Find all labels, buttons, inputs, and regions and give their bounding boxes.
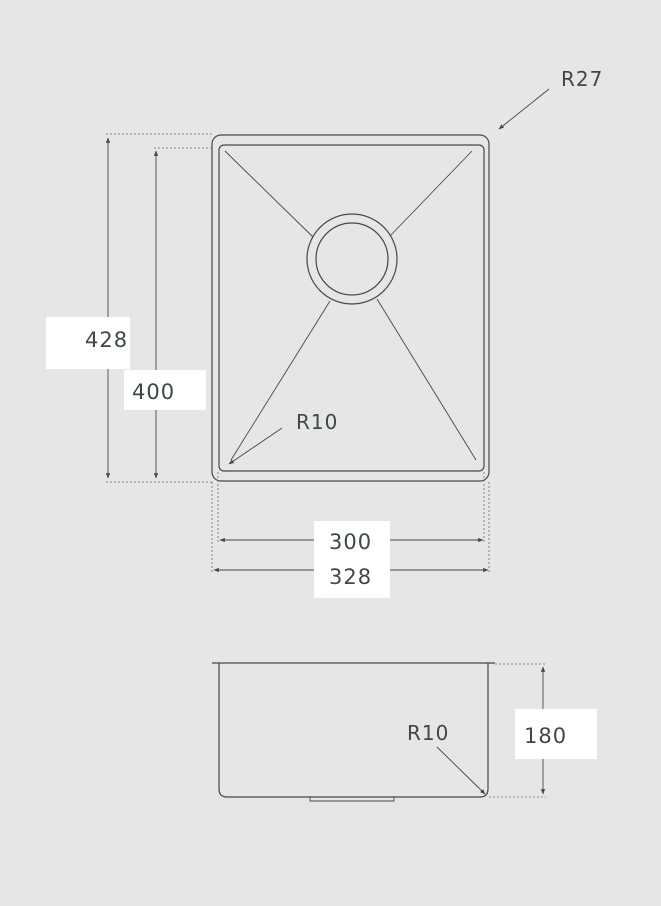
drain-outlet-profile — [309, 797, 395, 802]
inner-height-label-box — [124, 370, 206, 410]
slope-line-bottom-left — [230, 300, 331, 461]
slope-line-top-left — [224, 150, 314, 238]
outer-height-label: 428 — [85, 328, 128, 352]
inner-radius-label-top: R10 — [296, 410, 338, 434]
side-view — [212, 662, 495, 802]
outer-height-label-box — [46, 317, 130, 369]
outer-radius-label: R27 — [561, 67, 603, 91]
inner-radius-label-side: R10 — [407, 721, 449, 745]
depth-label-box — [515, 709, 597, 759]
drain-inner-ring — [315, 222, 389, 296]
width-label-box — [314, 521, 390, 598]
outer-radius-leader — [498, 88, 550, 130]
slope-line-top-right — [389, 150, 473, 237]
top-view — [211, 134, 490, 482]
inner-width-label: 300 — [329, 530, 372, 554]
outer-width-label: 328 — [329, 565, 372, 589]
sink-inner-bowl — [218, 144, 485, 472]
inner-height-label: 400 — [132, 380, 175, 404]
inner-radius-leader-side — [436, 746, 486, 795]
inner-radius-leader-top — [228, 427, 283, 465]
slope-line-bottom-right — [376, 298, 477, 461]
sink-outer-rim — [211, 134, 490, 482]
drain-outer-ring — [306, 213, 398, 305]
depth-label: 180 — [524, 724, 567, 748]
sink-side-profile — [218, 663, 489, 798]
extension-lines — [106, 133, 490, 572]
